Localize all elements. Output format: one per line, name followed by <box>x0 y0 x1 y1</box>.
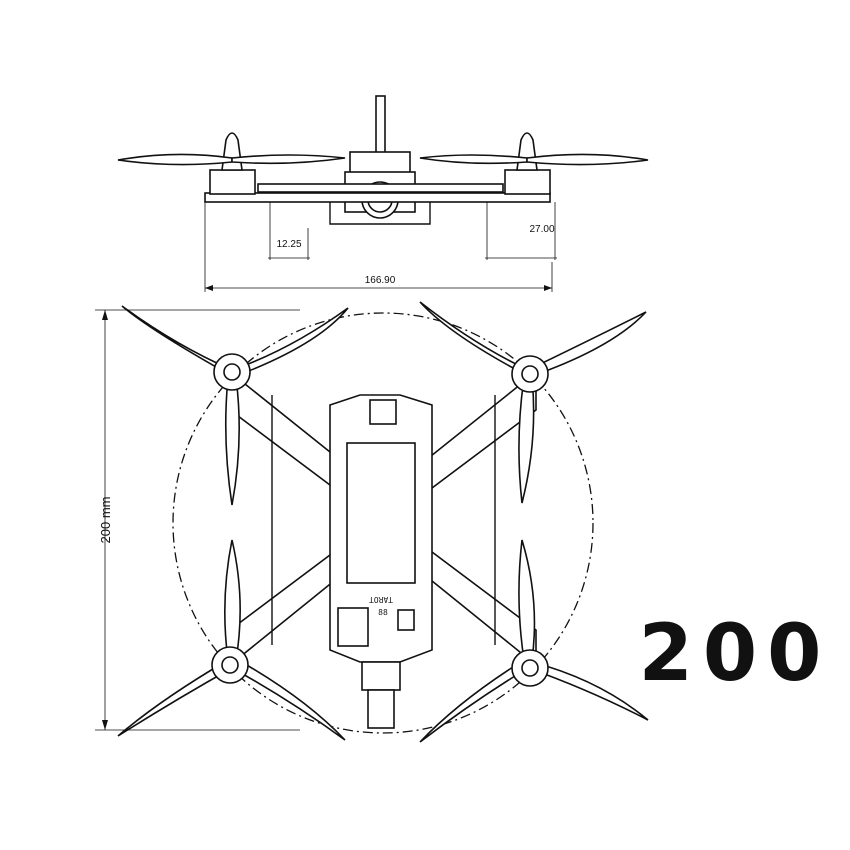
propeller-blade <box>518 377 535 504</box>
frame-plate <box>204 192 551 203</box>
motor-front-left <box>121 305 349 506</box>
propeller-blade <box>230 658 346 741</box>
dim-width-label: 166.90 <box>365 275 396 286</box>
motor-rear-left <box>117 539 346 741</box>
propeller-blade <box>518 539 536 661</box>
propeller-left-a <box>117 153 233 166</box>
camera-bracket <box>329 202 431 225</box>
connector-block-small <box>397 609 415 631</box>
dim-frame-label: 200 mm <box>98 497 113 544</box>
frame-top-plate <box>257 183 504 193</box>
propeller-blade <box>117 658 234 737</box>
battery <box>346 442 416 584</box>
propeller-blade <box>121 305 233 378</box>
rear-antenna <box>367 689 395 729</box>
dim-height-label: 27.00 <box>529 224 554 235</box>
camera-mount <box>369 399 397 425</box>
propeller-blade <box>526 311 647 377</box>
propeller-right-a <box>419 154 528 165</box>
board-small-text: 88 <box>378 608 388 617</box>
propeller-blade <box>224 539 241 661</box>
propeller-blade <box>224 377 240 506</box>
connector-block <box>337 607 369 647</box>
rear-connector <box>361 661 401 691</box>
camera-housing-top <box>349 151 411 175</box>
propeller-blade <box>419 658 530 743</box>
propeller-blade <box>419 301 529 378</box>
motor-left <box>209 169 256 195</box>
board-brand-text: TAROT <box>369 595 393 604</box>
arm-front-right <box>415 370 537 502</box>
propeller-blade <box>230 307 349 377</box>
motor-rear-right <box>419 539 649 743</box>
side-view: 12.25 27.00 166.90 <box>117 95 649 292</box>
dim-camera-offset-label: 12.25 <box>276 239 301 250</box>
antenna <box>375 95 386 159</box>
propeller-blade <box>526 661 649 721</box>
arm-rear-right <box>415 538 537 667</box>
model-number: 200 <box>639 609 832 699</box>
motor-front-right <box>419 301 647 504</box>
top-view: TAROT 88 <box>95 301 649 743</box>
prop-hub-right <box>516 132 538 171</box>
prop-hub-left <box>221 132 243 171</box>
diagonal-circle <box>172 312 594 734</box>
propeller-left-b <box>231 154 346 165</box>
motor-right <box>504 169 551 195</box>
propeller-right-b <box>526 153 649 166</box>
